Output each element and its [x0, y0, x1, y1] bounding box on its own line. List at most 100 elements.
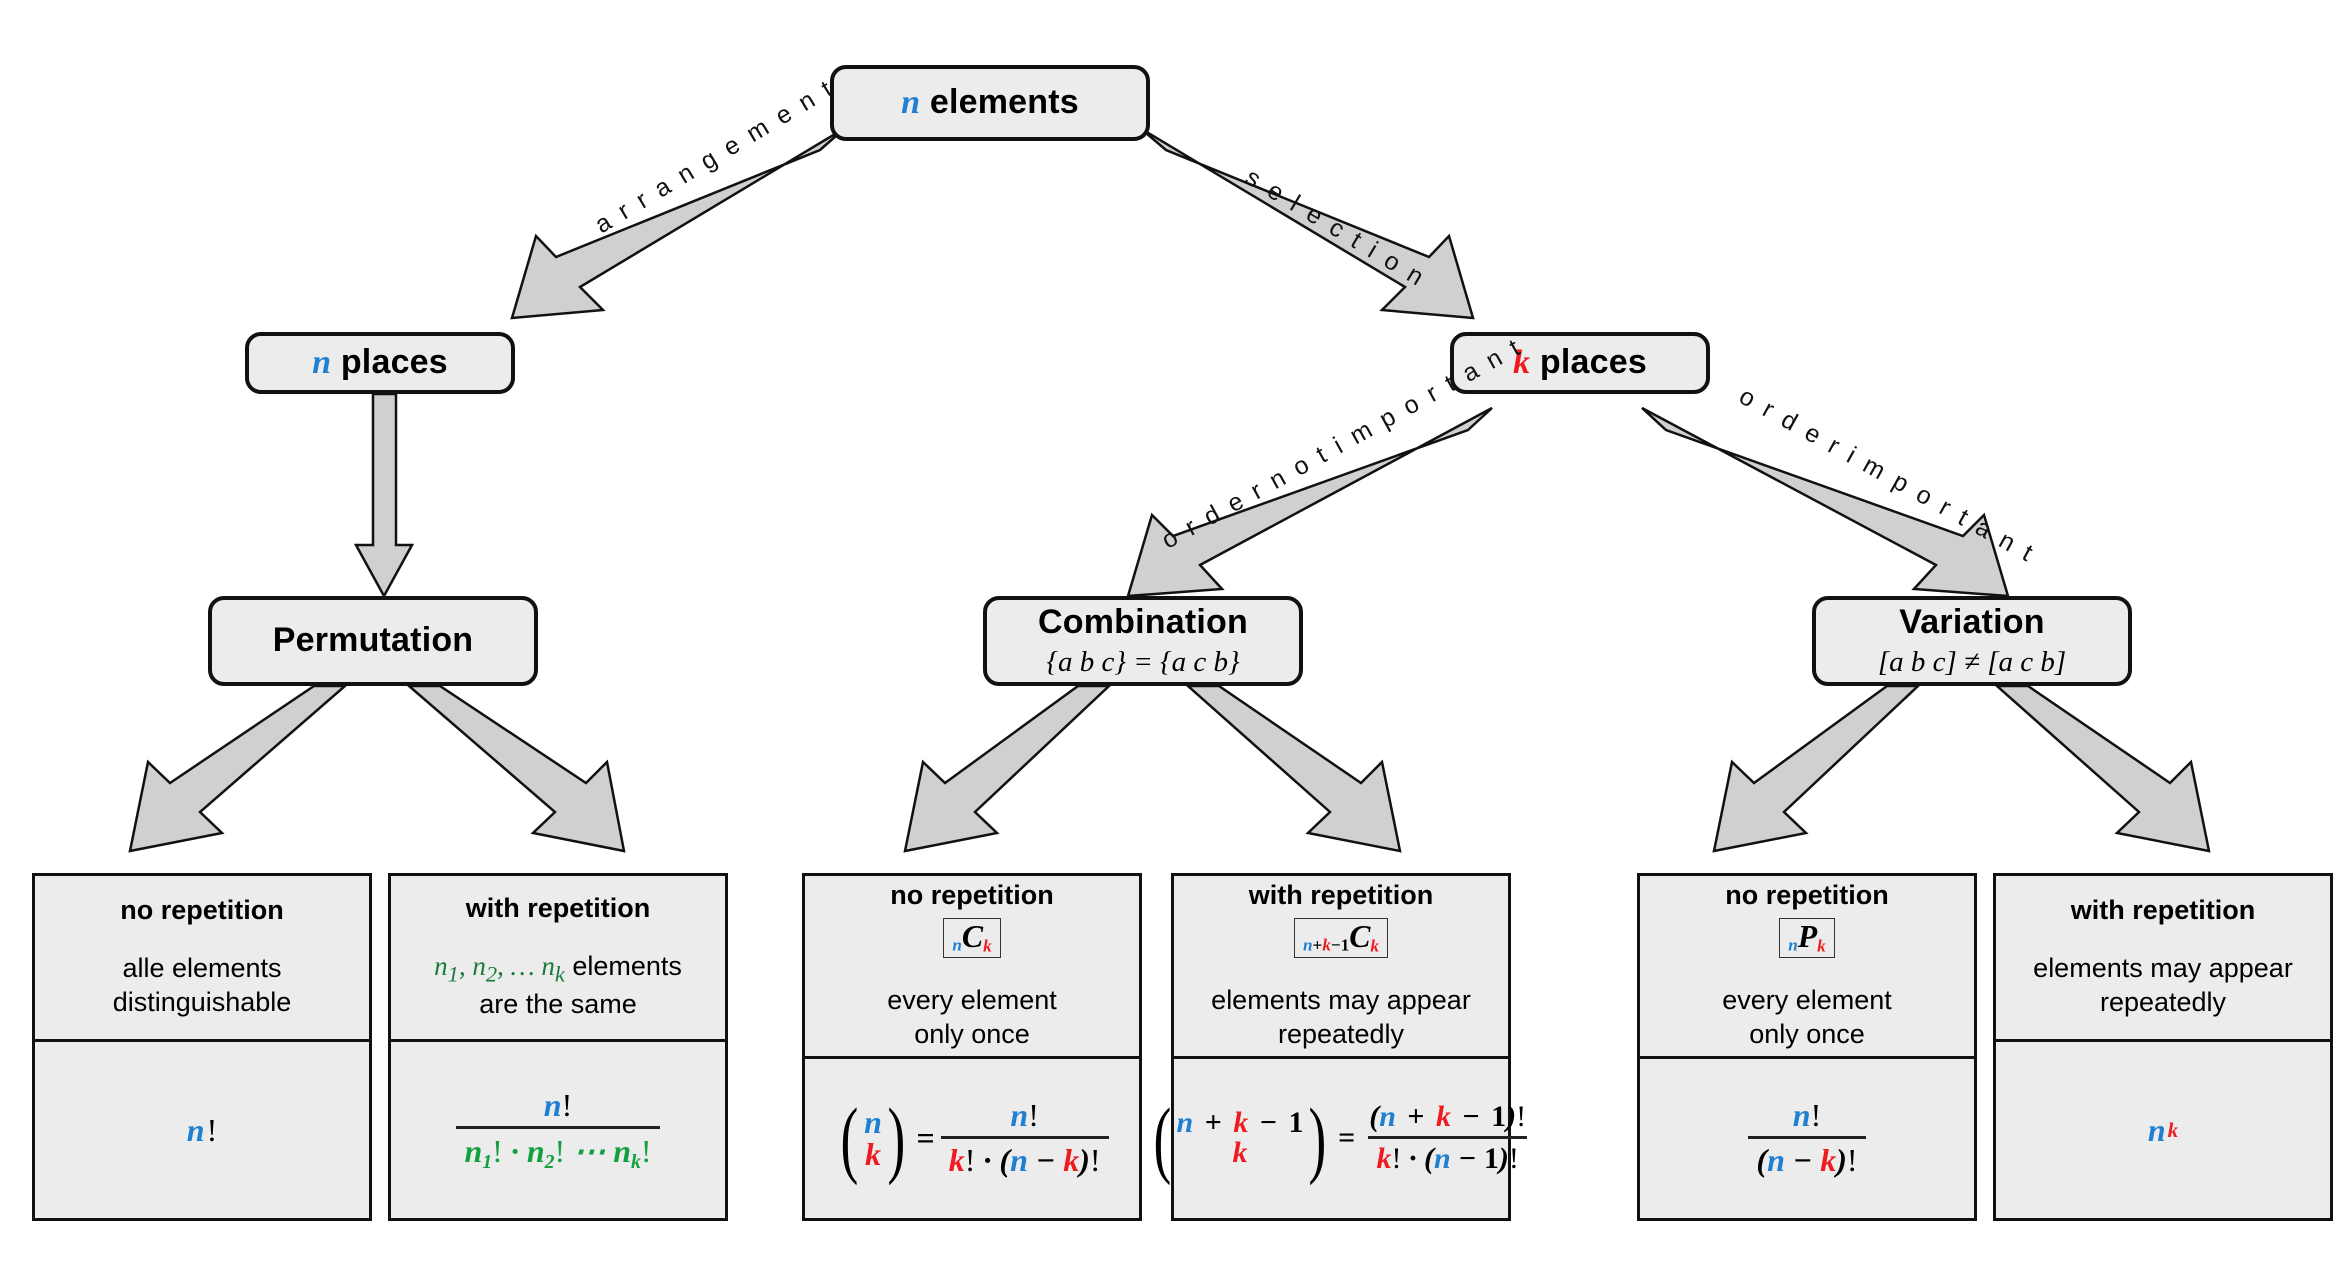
arrow-permutation-right — [405, 684, 626, 853]
variable-n: n — [952, 935, 962, 955]
symbol-C: C — [1349, 919, 1371, 954]
leaf-header: no repetition — [1725, 880, 1889, 910]
node-combination[interactable]: Combination {a b c} = {a c b} — [983, 596, 1303, 686]
variable-n: n — [901, 84, 921, 122]
formula-binomial-coefficient: ( n k ) = n! k! · (n − k)! — [835, 1090, 1109, 1187]
binomial-stack: n + k − 1 k — [1176, 1105, 1304, 1170]
leaf-description-line-1: elements may appear — [2033, 953, 2293, 984]
binomial-top: n + k − 1 — [1176, 1105, 1304, 1139]
variable-n: n — [2147, 1111, 2166, 1148]
leaf-description-word-elements: elements — [572, 950, 682, 981]
node-n-places-label: n places — [312, 343, 448, 382]
fraction-denominator: (n − k)! — [1748, 1136, 1866, 1179]
leaf-combination-with-repetition[interactable]: with repetition n+k−1Ck elements may app… — [1153, 873, 1527, 1221]
arrow-order-important — [1641, 406, 2010, 598]
arrow-selection — [1139, 126, 1475, 320]
leaf-description-line-1: elements may appear — [1211, 985, 1471, 1016]
leaf-variation-no-repetition[interactable]: no repetition nPk every element only onc… — [1637, 873, 1977, 1221]
variable-k: k — [948, 1142, 965, 1179]
variable-k: k — [1063, 1142, 1080, 1179]
leaf-cell-formula: n! — [35, 1042, 369, 1218]
symbol-C: C — [961, 919, 984, 954]
leaf-cell-description: with repetition elements may appear repe… — [1996, 876, 2330, 1042]
fraction: (n + k − 1)! k! · (n − 1)! — [1361, 1100, 1534, 1176]
variable-k: k — [1817, 936, 1826, 956]
leaf-header: no repetition — [890, 880, 1054, 910]
formula-multiset-coefficient: ( n + k − 1 k ) = (n + k − 1)! k! · (n −… — [1148, 1095, 1534, 1181]
leaf-description-line-1: every element — [887, 985, 1057, 1016]
leaf-permutation-no-repetition[interactable]: no repetition alle elements distinguisha… — [32, 873, 372, 1221]
variable-n: n — [312, 344, 332, 382]
node-permutation-title: Permutation — [272, 621, 474, 660]
number-one: 1 — [1340, 935, 1350, 955]
binomial-symbol: ( n k ) — [835, 1090, 910, 1187]
node-permutation[interactable]: Permutation — [208, 596, 538, 686]
arrow-order-not-important — [1126, 406, 1493, 598]
left-paren: ( — [840, 1090, 859, 1187]
leaf-header: with repetition — [465, 892, 651, 923]
variable-k: k — [864, 1136, 881, 1173]
leaf-cell-formula: n! n1! · n2! ⋯ nk! — [391, 1042, 725, 1218]
node-k-places-text: places — [1539, 343, 1647, 382]
node-n-elements-label: n elements — [901, 83, 1079, 122]
leaf-cell-formula: n! (n − k)! — [1640, 1059, 1974, 1218]
fraction-numerator: n! — [536, 1087, 580, 1126]
factorial-sign: ! — [561, 1086, 573, 1123]
fraction: n! (n − k)! — [1748, 1097, 1866, 1179]
leaf-description-line-2: only once — [1749, 1019, 1865, 1050]
leaf-cell-description: no repetition nPk every element only onc… — [1640, 876, 1974, 1059]
leaf-cell-description: with repetition n1, n2, … nk elements ar… — [391, 876, 725, 1042]
node-variation-title: Variation — [1899, 602, 2045, 641]
arrow-combination-left — [903, 684, 1113, 853]
variable-n: n — [1010, 1142, 1028, 1179]
fraction-denominator: k! · (n − k)! — [940, 1136, 1109, 1179]
arrow-variation-right — [1993, 684, 2211, 853]
leaf-permutation-with-repetition[interactable]: with repetition n1, n2, … nk elements ar… — [388, 873, 728, 1221]
notation-badge-nPk: nPk — [1779, 918, 1835, 959]
leaf-description-line-2: distinguishable — [112, 987, 292, 1017]
leaf-description-line-1: every element — [1722, 985, 1892, 1016]
node-k-places[interactable]: k places — [1450, 332, 1710, 394]
group-sizes-symbols: n1, n2, … nk — [434, 950, 565, 987]
fraction-numerator: (n + k − 1)! — [1369, 1100, 1527, 1134]
leaf-description-line-2: only once — [914, 1019, 1030, 1050]
node-n-elements[interactable]: n elements — [830, 65, 1150, 141]
variable-n: n — [1788, 935, 1798, 955]
node-n-places[interactable]: n places — [245, 332, 515, 394]
leaf-variation-with-repetition[interactable]: with repetition elements may appear repe… — [1993, 873, 2333, 1221]
right-paren: ) — [887, 1090, 906, 1187]
exponent-k: k — [2167, 1117, 2179, 1142]
plus-sign: + — [1312, 935, 1323, 955]
node-variation[interactable]: Variation [a b c] ≠ [a c b] — [1812, 596, 2132, 686]
arrow-arrangement — [510, 126, 846, 320]
variable-k: k — [1370, 936, 1379, 956]
leaf-header: with repetition — [1248, 880, 1434, 910]
node-variation-subtitle: [a b c] ≠ [a c b] — [1877, 645, 2067, 678]
leaf-header: with repetition — [2070, 895, 2256, 926]
arrow-permutation-left — [128, 684, 349, 853]
binomial-stack: n k — [864, 1106, 882, 1171]
variable-k: k — [983, 936, 992, 956]
node-n-elements-text: elements — [929, 83, 1079, 122]
binomial-bottom: k — [1232, 1136, 1248, 1170]
symbol-P: P — [1797, 919, 1818, 954]
leaf-cell-formula: ( n k ) = n! k! · (n − k)! — [805, 1059, 1139, 1218]
arrow-n-places-permutation — [353, 392, 415, 599]
variable-n: n — [864, 1103, 882, 1140]
leaf-cell-formula: ( n + k − 1 k ) = (n + k − 1)! k! · (n −… — [1153, 1059, 1527, 1218]
formula-multiset-permutation: n! n1! · n2! ⋯ nk! — [456, 1087, 660, 1174]
notation-badge-npluskminus1Ck: n+k−1Ck — [1294, 918, 1388, 959]
leaf-header: no repetition — [120, 895, 284, 926]
variable-k: k — [1322, 935, 1331, 955]
fraction-denominator: n1! · n2! ⋯ nk! — [456, 1125, 660, 1174]
leaf-cell-description: no repetition alle elements distinguisha… — [35, 876, 369, 1042]
variable-n: n — [186, 1111, 205, 1148]
variable-k: k — [1513, 344, 1531, 382]
fraction-denominator: k! · (n − 1)! — [1368, 1136, 1527, 1176]
leaf-combination-no-repetition[interactable]: no repetition nCk every element only onc… — [802, 873, 1142, 1221]
leaf-description-line-1: n1, n2, … nk elements — [434, 950, 682, 989]
fraction: n! k! · (n − k)! — [940, 1097, 1109, 1179]
